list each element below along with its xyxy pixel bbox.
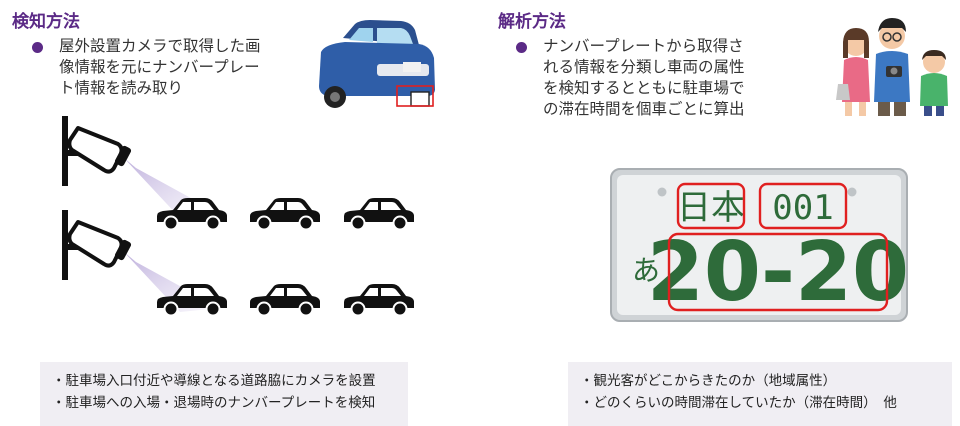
parked-car-icon xyxy=(250,198,320,231)
tourist-family-icon xyxy=(836,18,948,116)
parked-car-icon xyxy=(157,284,227,317)
parked-car-icon xyxy=(344,284,414,317)
detection-note-2: ・駐車場への入場・退場時のナンバープレートを検知 xyxy=(52,395,376,411)
plate-class-text: 001 xyxy=(772,188,833,228)
detection-method-panel: 検知方法 屋外設置カメラで取得した画 像情報を元にナンバープレー ト情報を読み取… xyxy=(0,0,480,426)
plate-serial-text: 20-20 xyxy=(647,225,909,320)
license-plate-icon: 日本 001 あ 20-20 xyxy=(610,168,909,322)
detection-bullet-text: 屋外設置カメラで取得した画 像情報を元にナンバープレー ト情報を読み取り xyxy=(59,37,261,97)
car-icon xyxy=(319,20,435,108)
plate-region-text: 日本 xyxy=(677,188,745,228)
analysis-method-title: 解析方法 xyxy=(498,12,566,32)
analysis-bullet-text: ナンバープレートから取得さ れる情報を分類し車両の属性 を検知するとともに駐車場… xyxy=(543,37,745,118)
analysis-note-2: ・どのくらいの時間滞在していたか（滞在時間） 他 xyxy=(580,395,897,411)
analysis-bullet: ナンバープレートから取得さ れる情報を分類し車両の属性 を検知するとともに駐車場… xyxy=(516,36,816,120)
plate-region-highlight xyxy=(676,182,746,230)
analysis-notes: ・観光客がどこからきたのか（地域属性） ・どのくらいの時間滞在していたか（滞在時… xyxy=(568,362,952,426)
detection-note-1: ・駐車場入口付近や導線となる道路脇にカメラを設置 xyxy=(52,373,376,389)
bullet-dot-icon xyxy=(516,42,527,53)
plate-serial-highlight xyxy=(667,232,889,312)
parked-car-icon xyxy=(157,198,227,231)
analysis-note-1: ・観光客がどこからきたのか（地域属性） xyxy=(580,373,837,389)
bullet-dot-icon xyxy=(32,42,43,53)
plate-class-highlight xyxy=(758,182,848,230)
parked-car-icon xyxy=(344,198,414,231)
detection-notes: ・駐車場入口付近や導線となる道路脇にカメラを設置 ・駐車場への入場・退場時のナン… xyxy=(40,362,408,426)
plate-hiragana-text: あ xyxy=(632,254,660,287)
detection-method-title: 検知方法 xyxy=(12,12,80,32)
analysis-method-panel: 解析方法 ナンバープレートから取得さ れる情報を分類し車両の属性 を検知するとと… xyxy=(480,0,960,426)
parked-car-icon xyxy=(250,284,320,317)
detection-bullet: 屋外設置カメラで取得した画 像情報を元にナンバープレー ト情報を読み取り xyxy=(32,36,312,99)
